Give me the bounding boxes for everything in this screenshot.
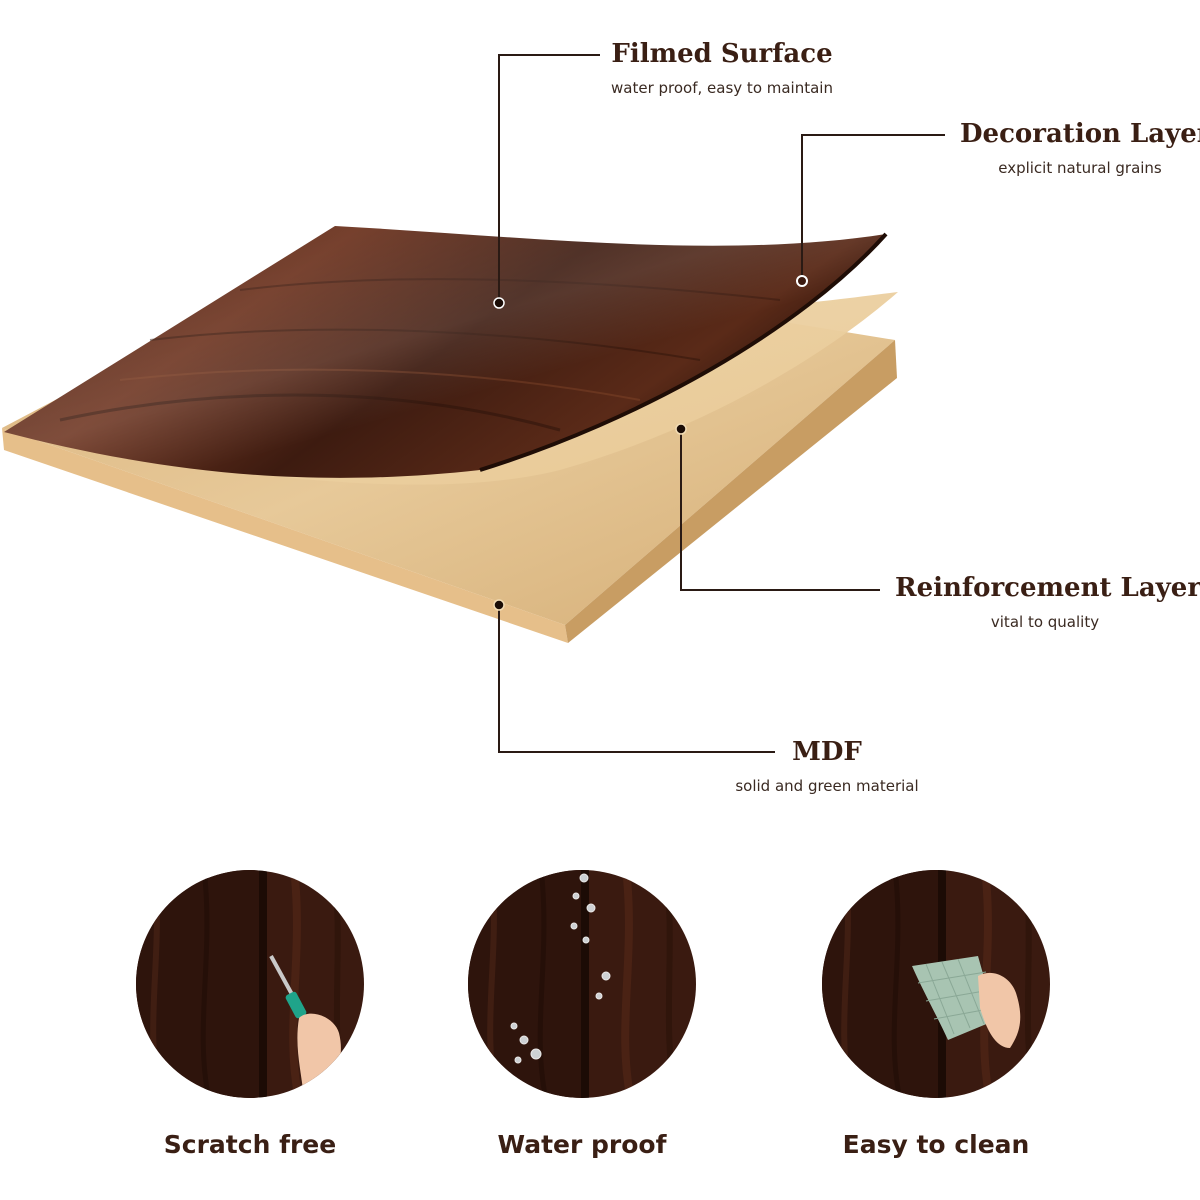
callout-title: Filmed Surface (611, 39, 833, 69)
feature-label: Water proof (497, 1130, 667, 1159)
anchor-dots (493, 275, 808, 611)
leader-mdf (498, 605, 775, 753)
decoration-sheet (4, 226, 888, 478)
callout-subtitle: water proof, easy to maintain (611, 79, 833, 97)
leader-decoration (801, 134, 945, 281)
anchor-dot-decoration (796, 275, 808, 287)
anchor-dot-filmed (493, 297, 505, 309)
callout-title: Reinforcement Layer (895, 573, 1200, 603)
feature-easy-to-clean: Easy to clean (786, 868, 1086, 1159)
callout-decoration-layer: Decoration Layer explicit natural grains (960, 118, 1200, 178)
callout-mdf: MDF solid and green material (728, 736, 926, 796)
anchor-dot-mdf (493, 599, 505, 611)
callout-filmed-surface: Filmed Surface water proof, easy to main… (600, 38, 844, 98)
callout-subtitle: vital to quality (990, 613, 1100, 631)
feature-water-proof: Water proof (432, 868, 732, 1159)
feature-label: Easy to clean (842, 1130, 1030, 1159)
anchor-dot-reinforcement (675, 423, 687, 435)
callout-reinforcement-layer: Reinforcement Layer vital to quality (895, 572, 1200, 632)
cloth-hand-icon (822, 870, 1050, 1098)
feature-label: Scratch free (163, 1130, 337, 1159)
water-droplets-icon (468, 870, 696, 1098)
leader-filmed (498, 54, 600, 303)
callout-title: MDF (792, 737, 862, 767)
leader-reinforcement (680, 429, 880, 591)
screwdriver-hand-icon (136, 870, 364, 1098)
leader-lines (498, 54, 945, 753)
callout-title: Decoration Layer (960, 119, 1200, 149)
feature-scratch-free: Scratch free (100, 868, 400, 1159)
layer-diagram (2, 54, 945, 753)
callout-subtitle: explicit natural grains (998, 159, 1162, 177)
callout-subtitle: solid and green material (735, 777, 919, 795)
